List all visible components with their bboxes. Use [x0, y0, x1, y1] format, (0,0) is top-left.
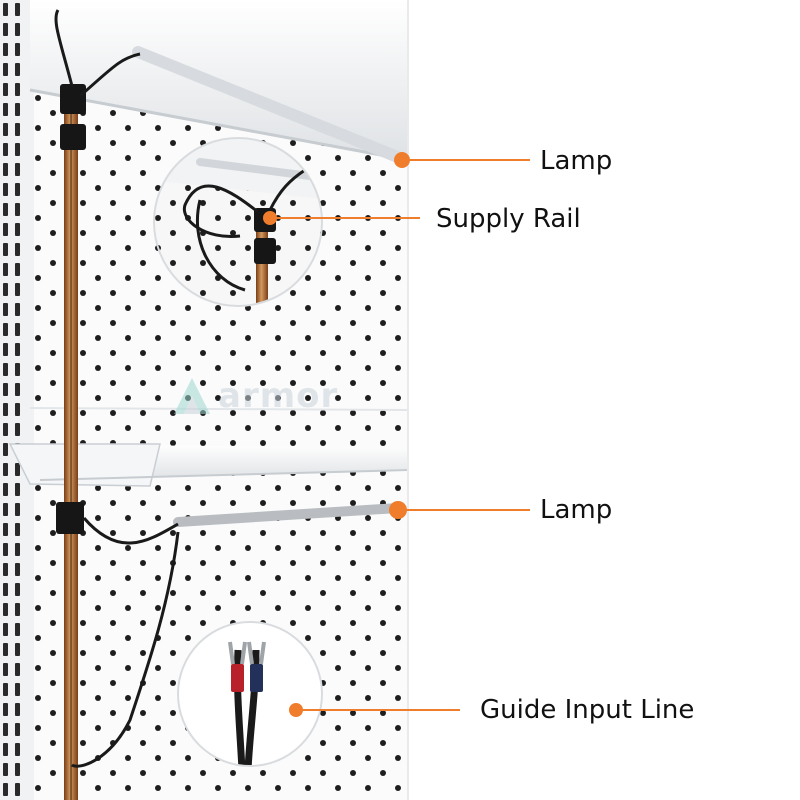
middle-lamp [173, 503, 403, 527]
armor-watermark: armor [172, 376, 338, 416]
watermark-text: armor [218, 376, 339, 416]
guide-input-line-zoom [178, 622, 322, 766]
label-lamp-top: Lamp [540, 146, 613, 176]
label-lamp-middle: Lamp [540, 495, 613, 525]
label-supply-rail: Supply Rail [436, 204, 581, 234]
supply-rail-zoom [154, 138, 322, 306]
top-lamp [132, 46, 406, 164]
armor-logo-icon [174, 378, 210, 414]
label-guide-input-line: Guide Input Line [480, 695, 695, 725]
